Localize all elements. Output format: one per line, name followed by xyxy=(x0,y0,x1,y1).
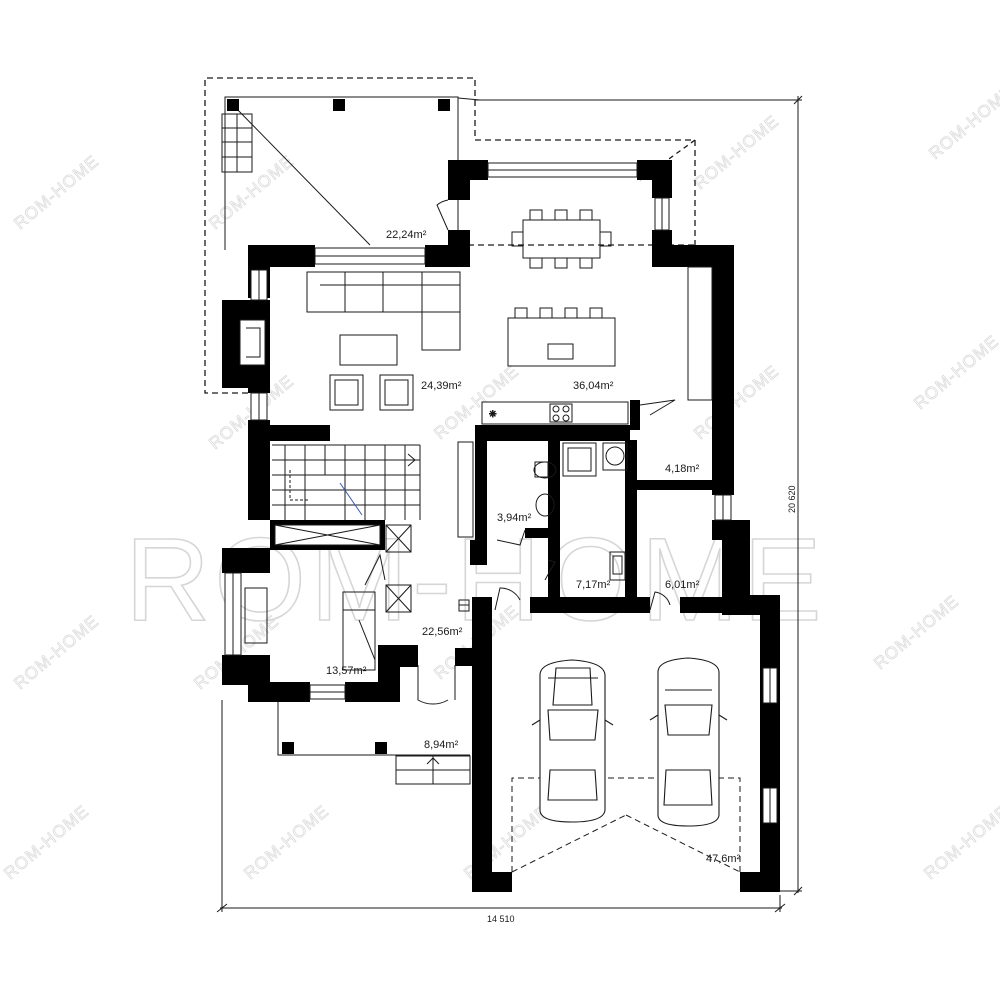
doors xyxy=(364,199,676,705)
area-label-kitchen-dining: 36,04m² xyxy=(573,380,614,392)
area-label-storage: 4,18m² xyxy=(665,463,700,475)
dimension-height xyxy=(475,95,803,896)
area-label-utility: 7,17m² xyxy=(576,579,611,591)
area-label-hall: 22,56m² xyxy=(422,626,463,638)
watermark-tile: ROM-HOME xyxy=(10,611,102,693)
terrace-steps xyxy=(221,113,253,173)
watermark-tile: ROM-HOME xyxy=(920,801,1000,883)
armchair xyxy=(379,374,414,411)
area-label-living: 24,39m² xyxy=(421,380,462,392)
dining-table xyxy=(522,219,601,259)
fireplace xyxy=(239,319,266,366)
kitchen-island xyxy=(507,317,616,367)
area-label-bedroom: 13,57m² xyxy=(326,665,367,677)
car-right xyxy=(649,657,728,827)
room-labels: 22,24m² 24,39m² 36,04m² 4,18m² 3,94m² 7,… xyxy=(326,229,741,865)
dimension-width xyxy=(216,700,786,913)
windows xyxy=(224,162,778,824)
walls xyxy=(222,160,780,892)
area-label-boiler: 6,01m² xyxy=(665,579,700,591)
washing-machine xyxy=(602,442,628,471)
terrace-columns xyxy=(227,99,450,111)
stair-landing xyxy=(274,524,381,546)
watermark-tile: ROM-HOME xyxy=(690,111,782,193)
svg-text:✳: ✳ xyxy=(489,409,497,419)
area-label-porch: 8,94m² xyxy=(424,739,459,751)
garage-door xyxy=(511,777,741,873)
coffee-table xyxy=(339,334,398,366)
armchair xyxy=(329,374,364,411)
area-label-bathroom: 3,94m² xyxy=(497,512,532,524)
car-left xyxy=(531,659,614,823)
watermark-tile: ROM-HOME xyxy=(10,151,102,233)
area-label-terrace: 22,24m² xyxy=(386,229,427,241)
watermark-tile: ROM-HOME xyxy=(910,331,1000,413)
watermark-tile: ROM-HOME xyxy=(870,591,962,673)
watermark-tile: ROM-HOME xyxy=(205,151,297,233)
watermark-tile: ROM-HOME xyxy=(925,81,1000,163)
shower xyxy=(562,442,597,477)
watermark-tiles: ROM-HOME ROM-HOME ROM-HOME ROM-HOME ROM-HOME… xyxy=(0,81,1000,883)
watermark-tile: ROM-HOME xyxy=(0,801,92,883)
dimension-width-label: 14 510 xyxy=(487,914,515,924)
wardrobe xyxy=(687,266,713,401)
area-label-garage: 47,6m² xyxy=(706,853,741,865)
sink xyxy=(535,493,555,517)
stairs xyxy=(272,444,421,520)
kitchen-counter xyxy=(481,401,629,425)
bed xyxy=(342,591,376,671)
furniture: ✳ xyxy=(244,209,713,671)
watermark-tile: ROM-HOME xyxy=(690,361,782,443)
wardrobe xyxy=(244,587,268,644)
porch xyxy=(277,702,471,785)
porch-columns xyxy=(282,742,387,754)
watermark-tile: ROM-HOME xyxy=(240,801,332,883)
dimension-height-label: 20 620 xyxy=(787,485,797,513)
